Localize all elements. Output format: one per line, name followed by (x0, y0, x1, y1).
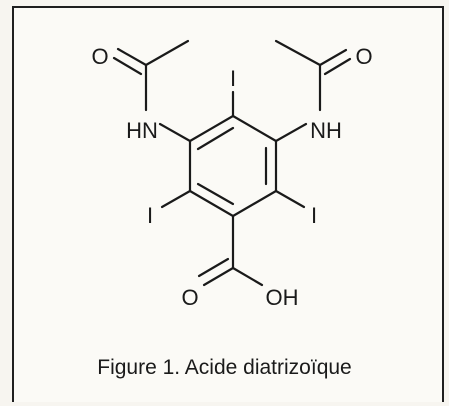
bond-carbonyl-o-left-b (112, 56, 143, 76)
ring-bond-bottom-right (231, 189, 278, 218)
ring-double-bond-top-left (196, 126, 235, 151)
figure-frame (12, 6, 444, 402)
bond-ring-to-i-right (274, 189, 306, 209)
ring-bond-bottom-left (188, 189, 235, 218)
figure-caption: Figure 1. Acide diatrizoïque (97, 356, 352, 379)
bond-ring-to-nh-right (274, 122, 308, 143)
bond-acid-c-to-o-a (202, 266, 235, 287)
atom-label-o-right: O (355, 44, 372, 69)
bond-carbonyl-o-right-a (318, 48, 348, 67)
bond-carbonyl-o-right-b (323, 57, 352, 76)
bond-ring-to-i-left (160, 189, 192, 209)
atom-label-i-left: I (147, 203, 153, 228)
ring-double-bond-bottom (196, 182, 235, 206)
atom-label-oh-acid: OH (266, 285, 299, 310)
atom-label-o-left: O (91, 44, 108, 69)
bond-carbonyl-o-left-a (116, 47, 148, 67)
atom-label-o-acid: O (181, 285, 198, 310)
bond-acid-c-to-o-b (197, 257, 230, 278)
bond-carbonyl-to-methyl-right (274, 39, 322, 67)
bond-ring-to-hn-left (158, 122, 192, 143)
atom-label-hn-left: HN (126, 118, 158, 143)
atom-label-i-top: I (230, 66, 236, 91)
atom-label-nh-right: NH (310, 118, 342, 143)
bond-acid-c-to-oh (231, 266, 264, 287)
ring-bond-top-right (231, 114, 278, 143)
bond-carbonyl-to-methyl-left (144, 39, 190, 67)
atom-label-i-right: I (311, 203, 317, 228)
ring-bond-top-left (188, 114, 235, 143)
